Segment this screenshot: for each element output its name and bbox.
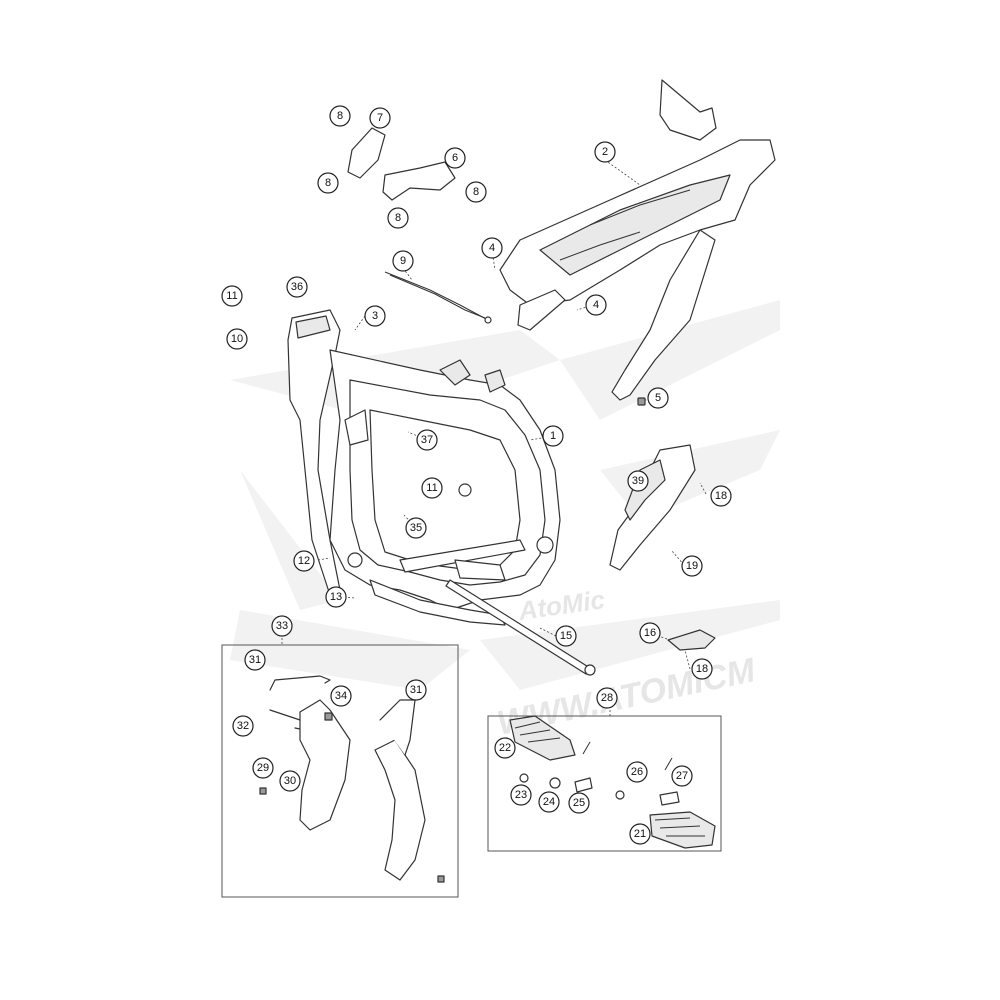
callout-27: 27 xyxy=(671,765,693,787)
callout-18a: 18 xyxy=(710,485,732,507)
svg-text:35: 35 xyxy=(410,522,422,534)
svg-text:8: 8 xyxy=(337,110,343,122)
svg-text:31: 31 xyxy=(410,684,422,696)
svg-text:13: 13 xyxy=(330,591,342,603)
frame-protectors xyxy=(259,675,445,883)
callout-22: 22 xyxy=(494,737,516,759)
callout-1: 1 xyxy=(542,425,564,447)
svg-text:8: 8 xyxy=(325,177,331,189)
svg-text:25: 25 xyxy=(573,797,585,809)
callout-32: 32 xyxy=(232,715,254,737)
svg-text:27: 27 xyxy=(676,770,688,782)
svg-text:11: 11 xyxy=(226,290,237,302)
callout-8d: 8 xyxy=(387,207,409,229)
svg-text:21: 21 xyxy=(634,828,646,840)
svg-text:5: 5 xyxy=(655,392,661,404)
callout-18b: 18 xyxy=(691,658,713,680)
callout-19: 19 xyxy=(681,555,703,577)
swingarm-axle xyxy=(445,579,596,676)
svg-text:32: 32 xyxy=(237,720,249,732)
svg-text:16: 16 xyxy=(644,627,656,639)
svg-text:24: 24 xyxy=(543,796,555,808)
callout-28: 28 xyxy=(596,687,618,709)
bolt-5 xyxy=(637,397,646,406)
svg-text:26: 26 xyxy=(631,766,643,778)
svg-text:18: 18 xyxy=(715,490,727,502)
callout-8b: 8 xyxy=(317,172,339,194)
callout-21: 21 xyxy=(629,823,651,845)
callout-3: 3 xyxy=(364,305,386,327)
callout-34: 34 xyxy=(330,685,352,707)
callout-11a: 11 xyxy=(221,285,243,307)
svg-text:12: 12 xyxy=(298,555,310,567)
callout-36: 36 xyxy=(286,276,308,298)
callout-31b: 31 xyxy=(405,679,427,701)
svg-text:31: 31 xyxy=(249,654,261,666)
svg-text:23: 23 xyxy=(515,789,527,801)
main-frame xyxy=(287,309,561,626)
group-box-28 xyxy=(487,715,722,852)
callout-30: 30 xyxy=(279,770,301,792)
callout-10: 10 xyxy=(226,328,248,350)
rear-subframe xyxy=(499,79,776,401)
svg-text:34: 34 xyxy=(335,690,347,702)
callout-8a: 8 xyxy=(329,105,351,127)
engine-brackets xyxy=(347,127,456,201)
svg-text:30: 30 xyxy=(284,775,296,787)
svg-text:2: 2 xyxy=(602,146,608,158)
callout-5: 5 xyxy=(647,387,669,409)
callout-12: 12 xyxy=(293,550,315,572)
svg-text:1: 1 xyxy=(550,430,556,442)
svg-text:37: 37 xyxy=(421,434,433,446)
callout-31a: 31 xyxy=(244,649,266,671)
callout-15: 15 xyxy=(555,625,577,647)
svg-text:10: 10 xyxy=(231,333,243,345)
svg-text:8: 8 xyxy=(473,186,479,198)
svg-text:19: 19 xyxy=(686,560,698,572)
callout-37: 37 xyxy=(416,429,438,451)
callout-8c: 8 xyxy=(465,181,487,203)
svg-text:7: 7 xyxy=(377,112,383,124)
callout-33: 33 xyxy=(271,615,293,637)
callout-9: 9 xyxy=(392,250,414,272)
callout-4b: 4 xyxy=(585,294,607,316)
callout-2: 2 xyxy=(594,141,616,163)
svg-text:22: 22 xyxy=(499,742,511,754)
callout-7: 7 xyxy=(369,107,391,129)
callout-16: 16 xyxy=(639,622,661,644)
svg-text:3: 3 xyxy=(372,310,378,322)
svg-text:9: 9 xyxy=(400,255,406,267)
svg-text:28: 28 xyxy=(601,692,613,704)
wiring-part xyxy=(384,271,492,324)
callout-29: 29 xyxy=(252,757,274,779)
svg-text:39: 39 xyxy=(632,475,644,487)
callout-35: 35 xyxy=(405,517,427,539)
callout-6: 6 xyxy=(444,147,466,169)
svg-text:11: 11 xyxy=(426,482,437,494)
footpeg-parts xyxy=(509,715,716,849)
callout-13: 13 xyxy=(325,586,347,608)
svg-text:4: 4 xyxy=(593,299,599,311)
svg-text:15: 15 xyxy=(560,630,572,642)
chain-guide xyxy=(667,629,716,651)
callout-26: 26 xyxy=(626,761,648,783)
group-box-33 xyxy=(221,644,459,898)
svg-text:6: 6 xyxy=(452,152,458,164)
svg-text:18: 18 xyxy=(696,663,708,675)
callout-11b: 11 xyxy=(421,477,443,499)
svg-text:4: 4 xyxy=(489,242,495,254)
svg-text:8: 8 xyxy=(395,212,401,224)
side-panel xyxy=(609,444,696,571)
svg-text:29: 29 xyxy=(257,762,269,774)
svg-text:33: 33 xyxy=(276,620,288,632)
svg-text:36: 36 xyxy=(291,281,303,293)
callout-39: 39 xyxy=(627,470,649,492)
callout-23: 23 xyxy=(510,784,532,806)
callout-25: 25 xyxy=(568,792,590,814)
callout-4a: 4 xyxy=(481,237,503,259)
callout-24: 24 xyxy=(538,791,560,813)
